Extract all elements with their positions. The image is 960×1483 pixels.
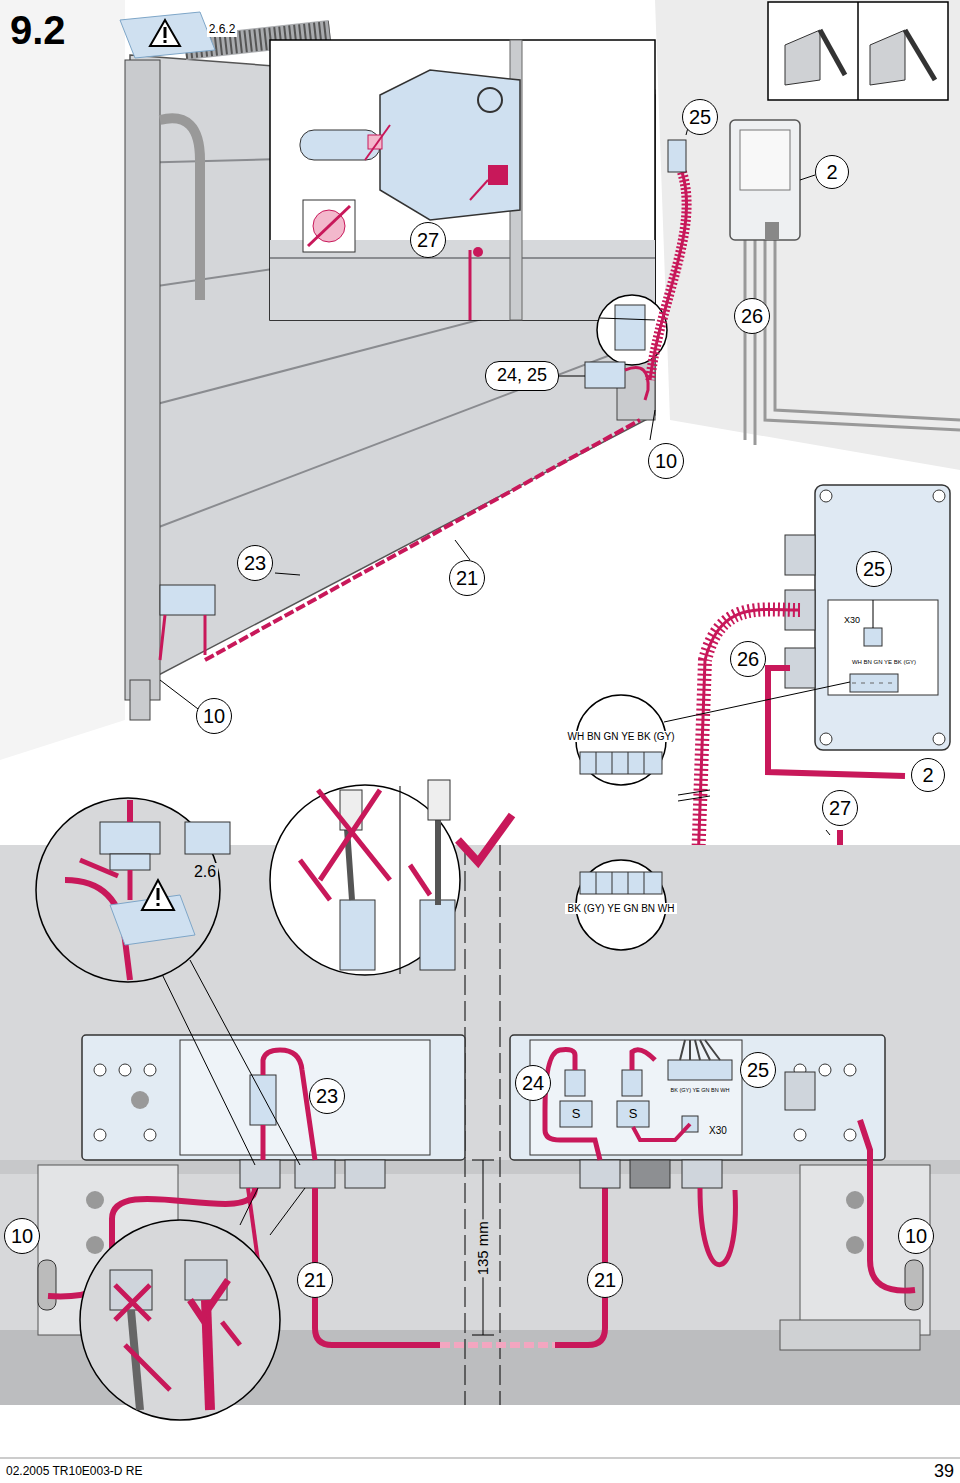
callout-number: 21 bbox=[449, 560, 485, 596]
section-reference: 2.6 bbox=[192, 863, 218, 881]
callout-number: 10 bbox=[648, 443, 684, 479]
callout-number: 2 bbox=[911, 758, 945, 792]
callout-number: 23 bbox=[237, 545, 273, 581]
callout-number: 25 bbox=[740, 1052, 776, 1088]
wire-color-code: BK (GY) YE GN BN WH bbox=[565, 903, 676, 914]
callout-number: 26 bbox=[730, 641, 766, 677]
callout-number: 25 bbox=[856, 551, 892, 587]
wire-color-code: WH BN GN YE BK (GY) bbox=[565, 731, 676, 742]
connector-name: X30 bbox=[707, 1125, 729, 1136]
callout-number: 10 bbox=[898, 1218, 934, 1254]
callout-number: 2 bbox=[815, 155, 849, 189]
callout-number: 10 bbox=[4, 1218, 40, 1254]
document-code: 02.2005 TR10E003-D RE bbox=[4, 1465, 145, 1478]
sensor-mark: S bbox=[570, 1107, 583, 1121]
section-reference: 2.6.2 bbox=[207, 23, 238, 36]
callout-number: 27 bbox=[822, 790, 858, 826]
page-number: 39 bbox=[932, 1462, 956, 1482]
figure-number: 9.2 bbox=[10, 8, 66, 53]
callout-number: 27 bbox=[410, 222, 446, 258]
wire-color-code: BK (GY) YE GN BN WH bbox=[669, 1087, 732, 1093]
wire-color-code: WH BN GN YE BK (GY) bbox=[850, 659, 918, 666]
dimension-label: 135 mm bbox=[475, 1219, 492, 1277]
callout-number: 10 bbox=[196, 698, 232, 734]
callout-number: 25 bbox=[682, 99, 718, 135]
connector-name: X30 bbox=[842, 616, 862, 626]
callout-number: 21 bbox=[587, 1262, 623, 1298]
sensor-mark: S bbox=[627, 1107, 640, 1121]
callout-number: 24 bbox=[515, 1065, 551, 1101]
callout-number: 23 bbox=[309, 1078, 345, 1114]
callout-number: 24, 25 bbox=[485, 361, 559, 391]
callout-number: 21 bbox=[297, 1262, 333, 1298]
callout-number: 26 bbox=[734, 298, 770, 334]
